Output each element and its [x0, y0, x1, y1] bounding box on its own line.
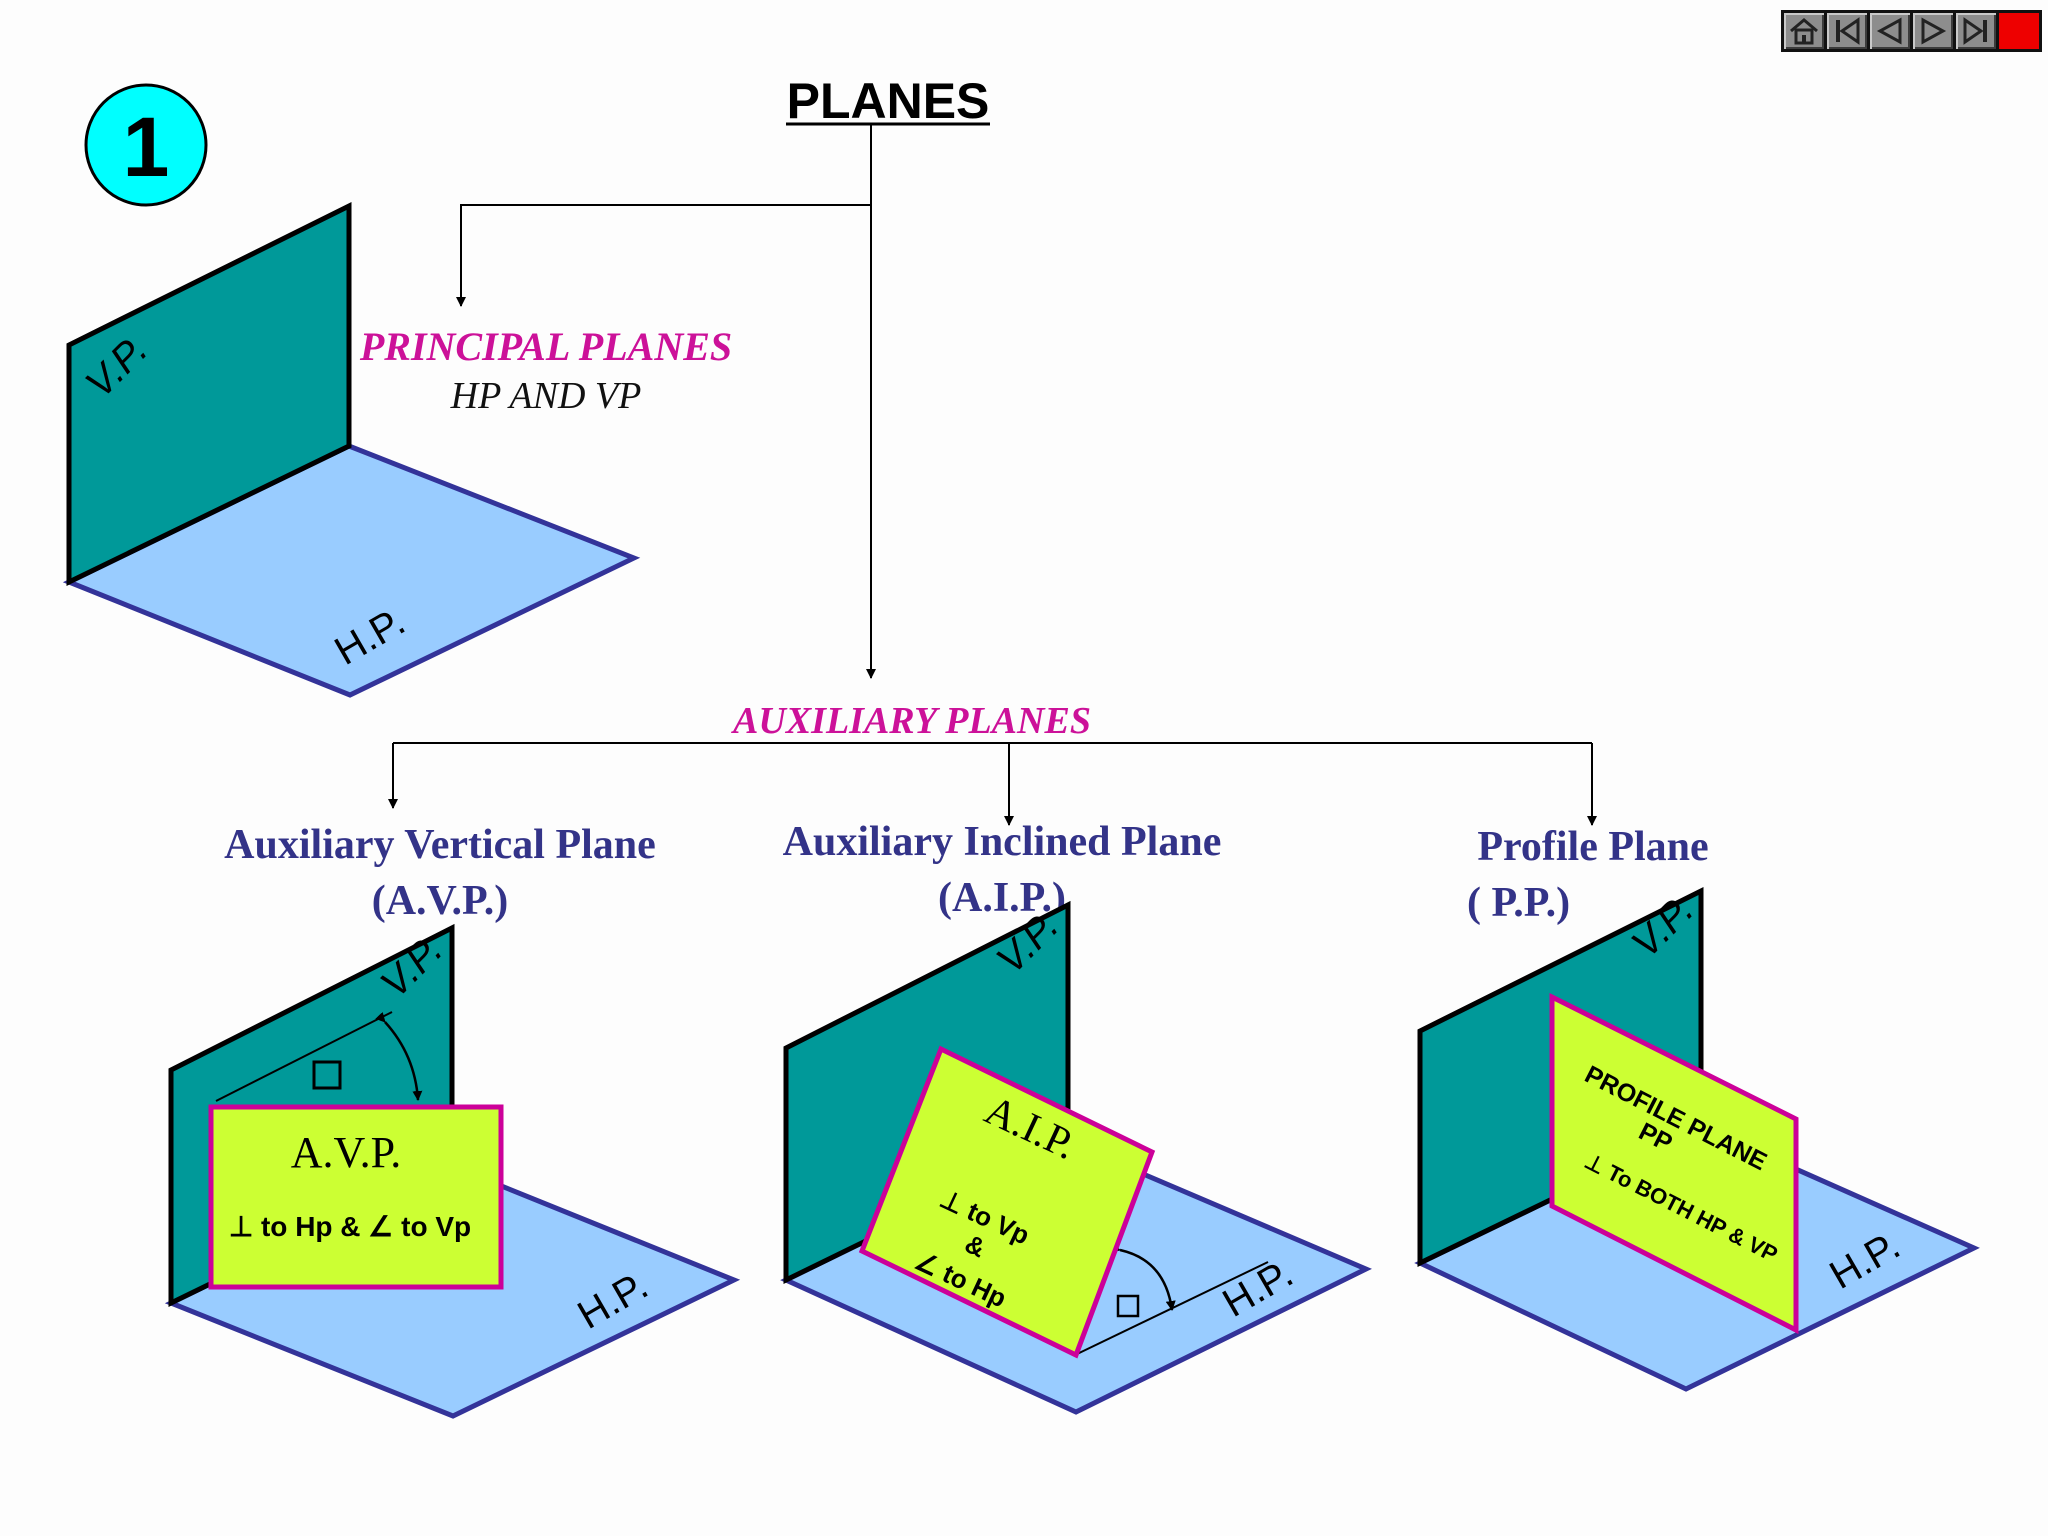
aip-plane — [858, 1045, 1156, 1359]
first-slide-icon — [1836, 17, 1860, 45]
slide-number-badge: 1 — [84, 83, 208, 207]
first-slide-button[interactable] — [1827, 13, 1867, 49]
last-slide-button[interactable] — [1956, 13, 1996, 49]
aip-angle-arc — [1110, 1243, 1176, 1311]
previous-slide-icon — [1876, 17, 1902, 45]
aip-title: Auxiliary Inclined Plane — [783, 819, 1222, 865]
pp-title: Profile Plane — [1477, 824, 1708, 870]
slide-navigation-bar — [1781, 10, 2042, 52]
avp-reference-line — [215, 1011, 393, 1102]
pp-plane — [1549, 992, 1799, 1335]
aip-abbr: (A.I.P.) — [938, 875, 1066, 921]
aip-figure: V.P. H.P. A.I.P. ⊥ to Vp & ∠ to Hp — [780, 900, 1372, 1415]
avp-figure: V.P. H.P. A.V.P. ⊥ to Hp & ∠ to Vp — [164, 923, 741, 1419]
page-title: PLANES — [787, 73, 990, 129]
avp-plane — [208, 1104, 504, 1290]
home-button[interactable] — [1784, 13, 1824, 49]
avp-abbr: (A.V.P.) — [372, 878, 509, 924]
next-slide-icon — [1921, 17, 1947, 45]
avp-title: Auxiliary Vertical Plane — [224, 822, 656, 868]
last-slide-icon — [1963, 17, 1987, 45]
auxiliary-planes-heading: AUXILIARY PLANES — [731, 700, 1091, 742]
previous-slide-button[interactable] — [1870, 13, 1910, 49]
next-slide-button[interactable] — [1913, 13, 1953, 49]
stop-icon — [1999, 13, 2039, 49]
avp-angle-arc — [375, 1011, 423, 1101]
principal-planes-heading: PRINCIPAL PLANES — [359, 324, 732, 369]
pp-figure: V.P. H.P. PROFILE PLANE PP ⊥ To BOTH HP … — [1414, 886, 1980, 1392]
home-icon — [1790, 18, 1818, 45]
pp-abbr: ( P.P.) — [1467, 880, 1570, 926]
stop-button[interactable] — [1999, 13, 2039, 49]
connector-lines — [388, 124, 1597, 826]
slide-number: 1 — [123, 100, 170, 194]
avp-plane-label: A.V.P. — [291, 1128, 401, 1177]
avp-condition: ⊥ to Hp & ∠ to Vp — [229, 1211, 471, 1242]
principal-planes-figure: V.P. H.P. — [62, 201, 641, 698]
vertical-plane — [66, 201, 352, 586]
avp-right-angle-mark — [312, 1060, 342, 1090]
principal-planes-subheading: HP AND VP — [450, 375, 642, 417]
